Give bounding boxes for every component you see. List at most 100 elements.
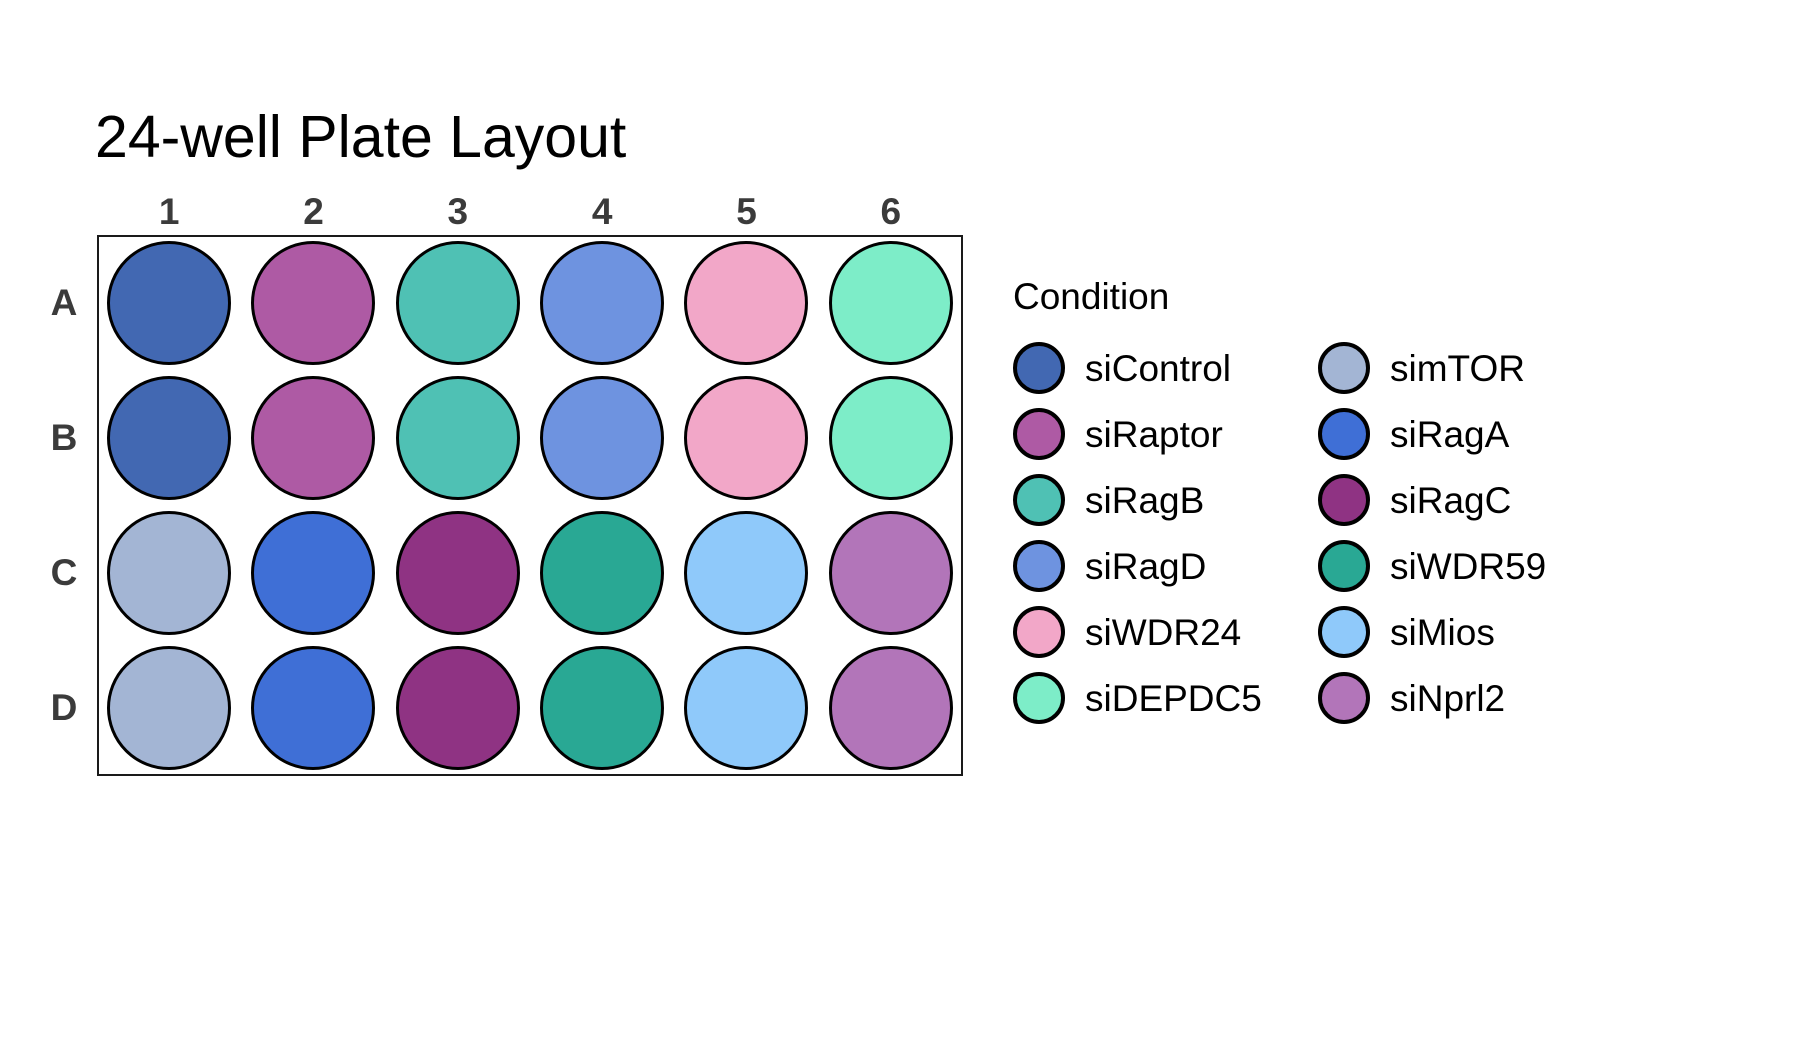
well-A1[interactable]	[107, 240, 232, 365]
legend-item-siWDR24[interactable]: siWDR24	[1013, 599, 1318, 665]
well-D6[interactable]	[828, 646, 953, 771]
legend-swatch-icon	[1318, 342, 1370, 394]
well-cell-B3[interactable]	[386, 370, 530, 505]
well-row-A	[97, 235, 963, 370]
legend-item-siRagB[interactable]: siRagB	[1013, 467, 1318, 533]
legend-item-label: siControl	[1085, 347, 1231, 389]
column-header-3: 3	[447, 191, 469, 232]
legend-item-siRagA[interactable]: siRagA	[1318, 401, 1638, 467]
legend-item-siControl[interactable]: siControl	[1013, 335, 1318, 401]
well-cell-C3[interactable]	[386, 506, 530, 641]
well-cell-B4[interactable]	[530, 370, 674, 505]
well-A2[interactable]	[251, 240, 376, 365]
well-cell-A4[interactable]	[530, 235, 674, 370]
well-C2[interactable]	[251, 511, 376, 636]
legend-swatch-icon	[1013, 474, 1065, 526]
well-row-C	[97, 506, 963, 641]
legend-swatch-icon	[1013, 606, 1065, 658]
row-header-C: C	[50, 552, 78, 594]
well-A6[interactable]	[828, 240, 953, 365]
legend-item-label: siNprl2	[1390, 677, 1506, 719]
legend-swatch-icon	[1013, 408, 1065, 460]
well-cell-D6[interactable]	[819, 641, 963, 776]
legend-item-siDEPDC5[interactable]: siDEPDC5	[1013, 665, 1318, 731]
legend-item-label: siRagA	[1390, 413, 1510, 455]
well-B2[interactable]	[251, 375, 376, 500]
well-cell-C2[interactable]	[241, 506, 385, 641]
well-C5[interactable]	[684, 511, 809, 636]
well-cell-B1[interactable]	[97, 370, 241, 505]
well-cell-B2[interactable]	[241, 370, 385, 505]
well-cell-A3[interactable]	[386, 235, 530, 370]
well-B3[interactable]	[395, 375, 520, 500]
legend-columns: siControl siRaptor siRagB siRagD siWDR24 siDE…	[1013, 335, 1803, 731]
column-header-4: 4	[591, 191, 613, 232]
well-cell-D1[interactable]	[97, 641, 241, 776]
well-cell-D3[interactable]	[386, 641, 530, 776]
well-C6[interactable]	[828, 511, 953, 636]
well-cell-B6[interactable]	[819, 370, 963, 505]
well-A4[interactable]	[540, 240, 665, 365]
row-header-D: D	[50, 687, 78, 729]
well-cell-D4[interactable]	[530, 641, 674, 776]
well-D1[interactable]	[107, 646, 232, 771]
well-cell-C6[interactable]	[819, 506, 963, 641]
plate-border	[97, 235, 963, 776]
legend-item-siRaptor[interactable]: siRaptor	[1013, 401, 1318, 467]
legend-item-label: siWDR24	[1085, 611, 1242, 653]
well-C1[interactable]	[107, 511, 232, 636]
well-D2[interactable]	[251, 646, 376, 771]
legend-column-1: siControl siRaptor siRagB siRagD siWDR24 siDE…	[1013, 335, 1318, 731]
well-D5[interactable]	[684, 646, 809, 771]
legend-swatch-icon	[1013, 540, 1065, 592]
well-A3[interactable]	[395, 240, 520, 365]
well-cell-C5[interactable]	[674, 506, 818, 641]
well-D4[interactable]	[540, 646, 665, 771]
well-cell-A2[interactable]	[241, 235, 385, 370]
well-cell-A1[interactable]	[97, 235, 241, 370]
legend-swatch-icon	[1318, 540, 1370, 592]
well-cell-C1[interactable]	[97, 506, 241, 641]
well-cell-B5[interactable]	[674, 370, 818, 505]
legend-item-siMios[interactable]: siMios	[1318, 599, 1638, 665]
page-title: 24-well Plate Layout	[95, 104, 627, 170]
legend-swatch-icon	[1318, 672, 1370, 724]
well-cell-A6[interactable]	[819, 235, 963, 370]
well-row-D	[97, 641, 963, 776]
column-header-2: 2	[303, 191, 324, 232]
well-B1[interactable]	[107, 375, 232, 500]
legend-item-label: siRagB	[1085, 479, 1205, 521]
well-A5[interactable]	[684, 240, 809, 365]
legend-item-label: siRagC	[1390, 479, 1512, 521]
legend-swatch-icon	[1013, 672, 1065, 724]
well-row-B	[97, 370, 963, 505]
well-cell-C4[interactable]	[530, 506, 674, 641]
well-cell-A5[interactable]	[674, 235, 818, 370]
legend-item-siNprl2[interactable]: siNprl2	[1318, 665, 1638, 731]
legend-item-simTOR[interactable]: simTOR	[1318, 335, 1638, 401]
legend-item-label: siDEPDC5	[1085, 677, 1262, 719]
well-B5[interactable]	[684, 375, 809, 500]
legend-item-siRagD[interactable]: siRagD	[1013, 533, 1318, 599]
legend-swatch-icon	[1318, 474, 1370, 526]
legend-item-siRagC[interactable]: siRagC	[1318, 467, 1638, 533]
column-header-5: 5	[736, 191, 757, 232]
legend-item-label: simTOR	[1390, 347, 1525, 389]
well-D3[interactable]	[395, 646, 520, 771]
legend-item-siWDR59[interactable]: siWDR59	[1318, 533, 1638, 599]
column-header-6: 6	[880, 191, 902, 232]
well-C3[interactable]	[395, 511, 520, 636]
well-cell-D2[interactable]	[241, 641, 385, 776]
legend-title: Condition	[1013, 276, 1170, 317]
legend-swatch-icon	[1013, 342, 1065, 394]
legend-swatch-icon	[1318, 408, 1370, 460]
well-cell-D5[interactable]	[674, 641, 818, 776]
well-C4[interactable]	[540, 511, 665, 636]
well-B4[interactable]	[540, 375, 665, 500]
well-B6[interactable]	[828, 375, 953, 500]
